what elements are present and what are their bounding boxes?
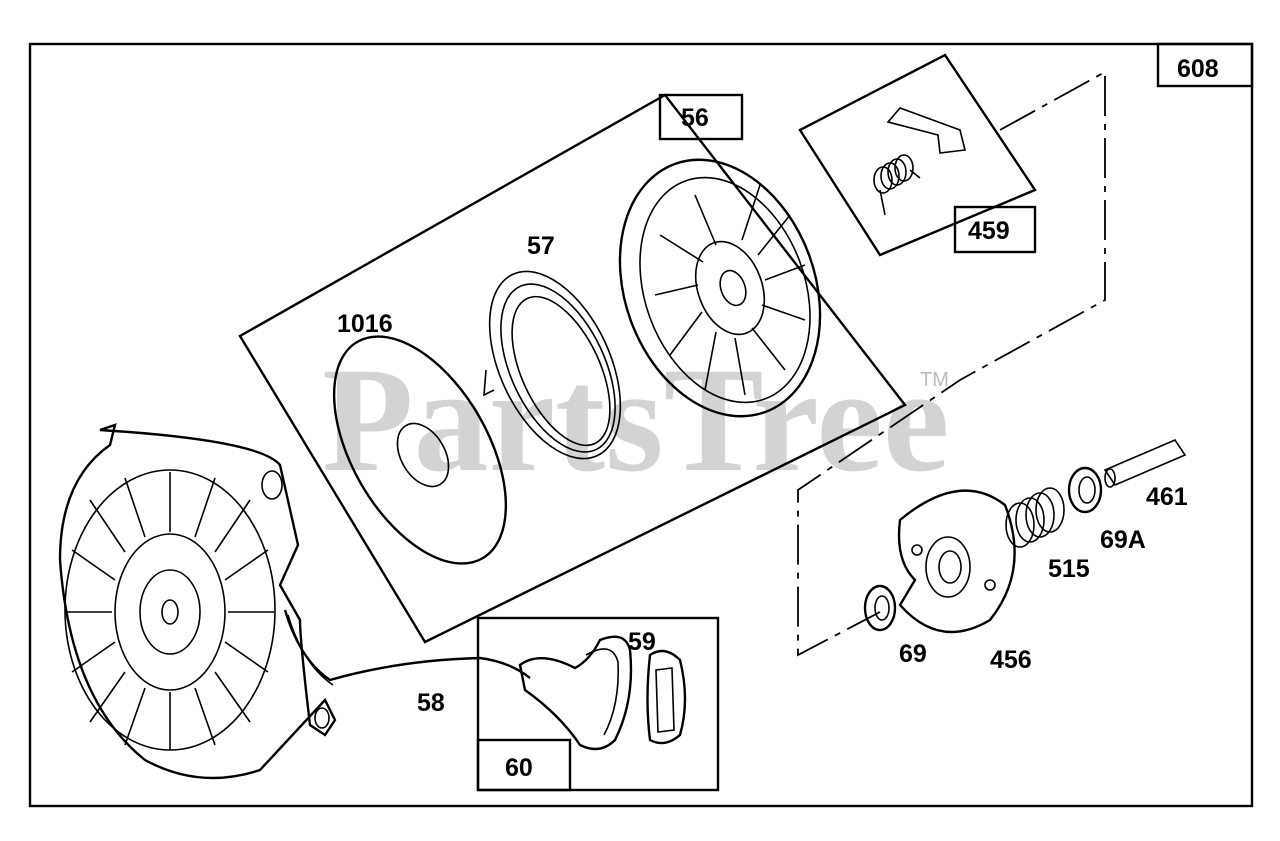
retainer-part[interactable]: 456: [897, 489, 1032, 674]
pin-body: [1103, 439, 1187, 486]
pulley-center-hole: [719, 269, 747, 307]
rewind-spring-hook: [483, 369, 495, 397]
trademark-mark: TM: [920, 369, 949, 391]
pawl-kit-label-box: [953, 205, 1037, 254]
rope-line: [283, 609, 531, 682]
retainer-label: 456: [990, 646, 1032, 674]
blower-housing-part[interactable]: [58, 423, 337, 780]
washer-inner: [874, 595, 890, 621]
starter-pulley-number: 56: [681, 104, 709, 132]
pawl-kit-number: 459: [968, 217, 1010, 245]
washer-outer: [863, 584, 897, 632]
washer-a-inner: [1078, 476, 1096, 504]
watermark-text: PartsTree: [322, 337, 949, 503]
handle-insert-body: [646, 649, 687, 745]
pawl-kit-frame: [798, 53, 1037, 257]
retainer-pin-hole-2: [984, 579, 996, 591]
spring-cup-label: 1016: [337, 310, 393, 338]
rewind-spring-coil-2: [500, 283, 616, 453]
assembly-label-box[interactable]: 608: [1156, 42, 1254, 88]
handle-kit-frame: [476, 616, 720, 792]
pawl-spring: [873, 154, 921, 216]
washer-a-outer: [1067, 466, 1103, 514]
retainer-body: [897, 489, 1016, 634]
housing-mount-2: [314, 707, 330, 729]
housing-inner-ring: [114, 533, 226, 691]
rewind-spring-part[interactable]: 57: [463, 232, 647, 479]
pin-label: 461: [1146, 483, 1188, 511]
rope-part[interactable]: 58: [283, 609, 531, 717]
rewind-spring-label: 57: [527, 232, 555, 260]
housing-hub: [139, 569, 201, 655]
spring-label: 515: [1048, 555, 1090, 583]
rope-label: 58: [417, 689, 445, 717]
spring-coils: [1005, 487, 1065, 548]
pulley-fins: [654, 184, 806, 396]
pawl-kit-group[interactable]: 459: [798, 53, 1037, 257]
rewind-spring-coil-1: [488, 270, 622, 460]
handle-kit-number: 60: [505, 754, 533, 782]
pin-part[interactable]: 461: [1103, 439, 1188, 511]
retainer-boss: [925, 536, 971, 598]
pulley-outer-rim: [618, 158, 822, 418]
handle-insert-slot: [655, 667, 675, 733]
spring-cup-part[interactable]: 1016: [299, 308, 542, 593]
diagram-border: [28, 42, 1254, 808]
housing-outline: [58, 423, 337, 780]
pin-end: [1104, 468, 1116, 488]
starter-pulley-label-box: [658, 93, 744, 141]
pulley-inner-rim: [639, 176, 811, 404]
starter-pulley-frame: [238, 93, 907, 644]
washer-a-label: 69A: [1100, 526, 1146, 554]
washer-part[interactable]: 69: [863, 584, 927, 668]
handle-grip-edge: [585, 648, 620, 736]
washer-label: 69: [899, 640, 927, 668]
housing-mount-1: [261, 470, 283, 500]
pawl-piece: [886, 107, 966, 154]
spring-cup-hole: [396, 422, 450, 488]
spring-cup-outer: [332, 335, 508, 565]
assembly-leader-line: [797, 70, 1106, 657]
housing-center: [161, 599, 179, 625]
assembly-box-frame: [1156, 42, 1254, 88]
rope-line-edge: [287, 614, 334, 686]
washer-a-part[interactable]: 69A: [1067, 466, 1146, 554]
starter-pulley-group[interactable]: 56: [238, 93, 907, 644]
spring-part[interactable]: 515: [1005, 487, 1090, 583]
housing-vents: [66, 472, 274, 750]
handle-body: [518, 635, 633, 751]
assembly-number: 608: [1177, 55, 1219, 83]
retainer-hole: [938, 550, 962, 584]
rewind-spring-coil-3: [511, 295, 611, 447]
pulley-wheel-part[interactable]: [586, 131, 855, 444]
handle-kit-group[interactable]: 60 59: [476, 616, 720, 792]
handle-insert-label: 59: [628, 628, 656, 656]
retainer-pin-hole-1: [911, 544, 923, 556]
pulley-hub: [694, 240, 766, 336]
handle-kit-label-box: [476, 738, 572, 792]
